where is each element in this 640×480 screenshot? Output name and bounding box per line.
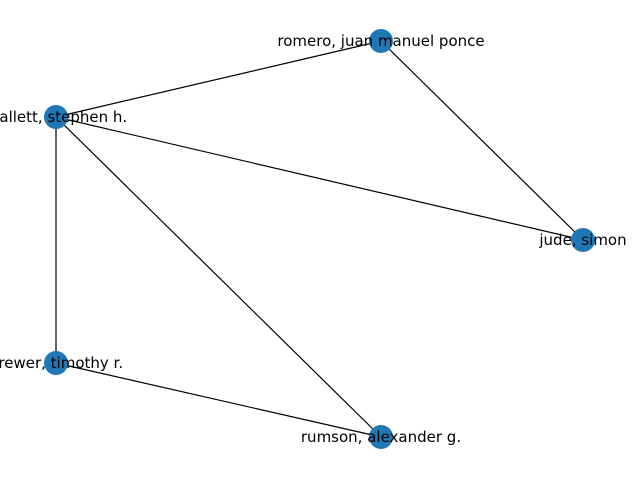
edge-mallett-jude: [55, 116, 584, 241]
edges-layer: [55, 40, 584, 438]
node-label-romero: romero, juan manuel ponce: [277, 32, 484, 50]
edge-brewer-rumson: [55, 362, 382, 438]
node-mallett: [44, 105, 68, 129]
labels-layer: romero, juan manuel ponce mallett, stephe…: [0, 32, 627, 446]
node-rumson: [369, 425, 393, 449]
node-brewer: [44, 351, 68, 375]
edge-mallett-romero: [55, 40, 382, 118]
node-romero: [369, 29, 393, 53]
edge-romero-jude: [380, 40, 584, 241]
edge-mallett-rumson: [55, 116, 382, 438]
node-label-mallett: mallett, stephen h.: [0, 108, 127, 126]
node-label-rumson: rumson, alexander g.: [301, 428, 461, 446]
node-jude: [571, 228, 595, 252]
node-label-jude: jude, simon: [538, 231, 626, 249]
node-label-brewer: brewer, timothy r.: [0, 354, 123, 372]
nodes-layer: [44, 29, 595, 449]
